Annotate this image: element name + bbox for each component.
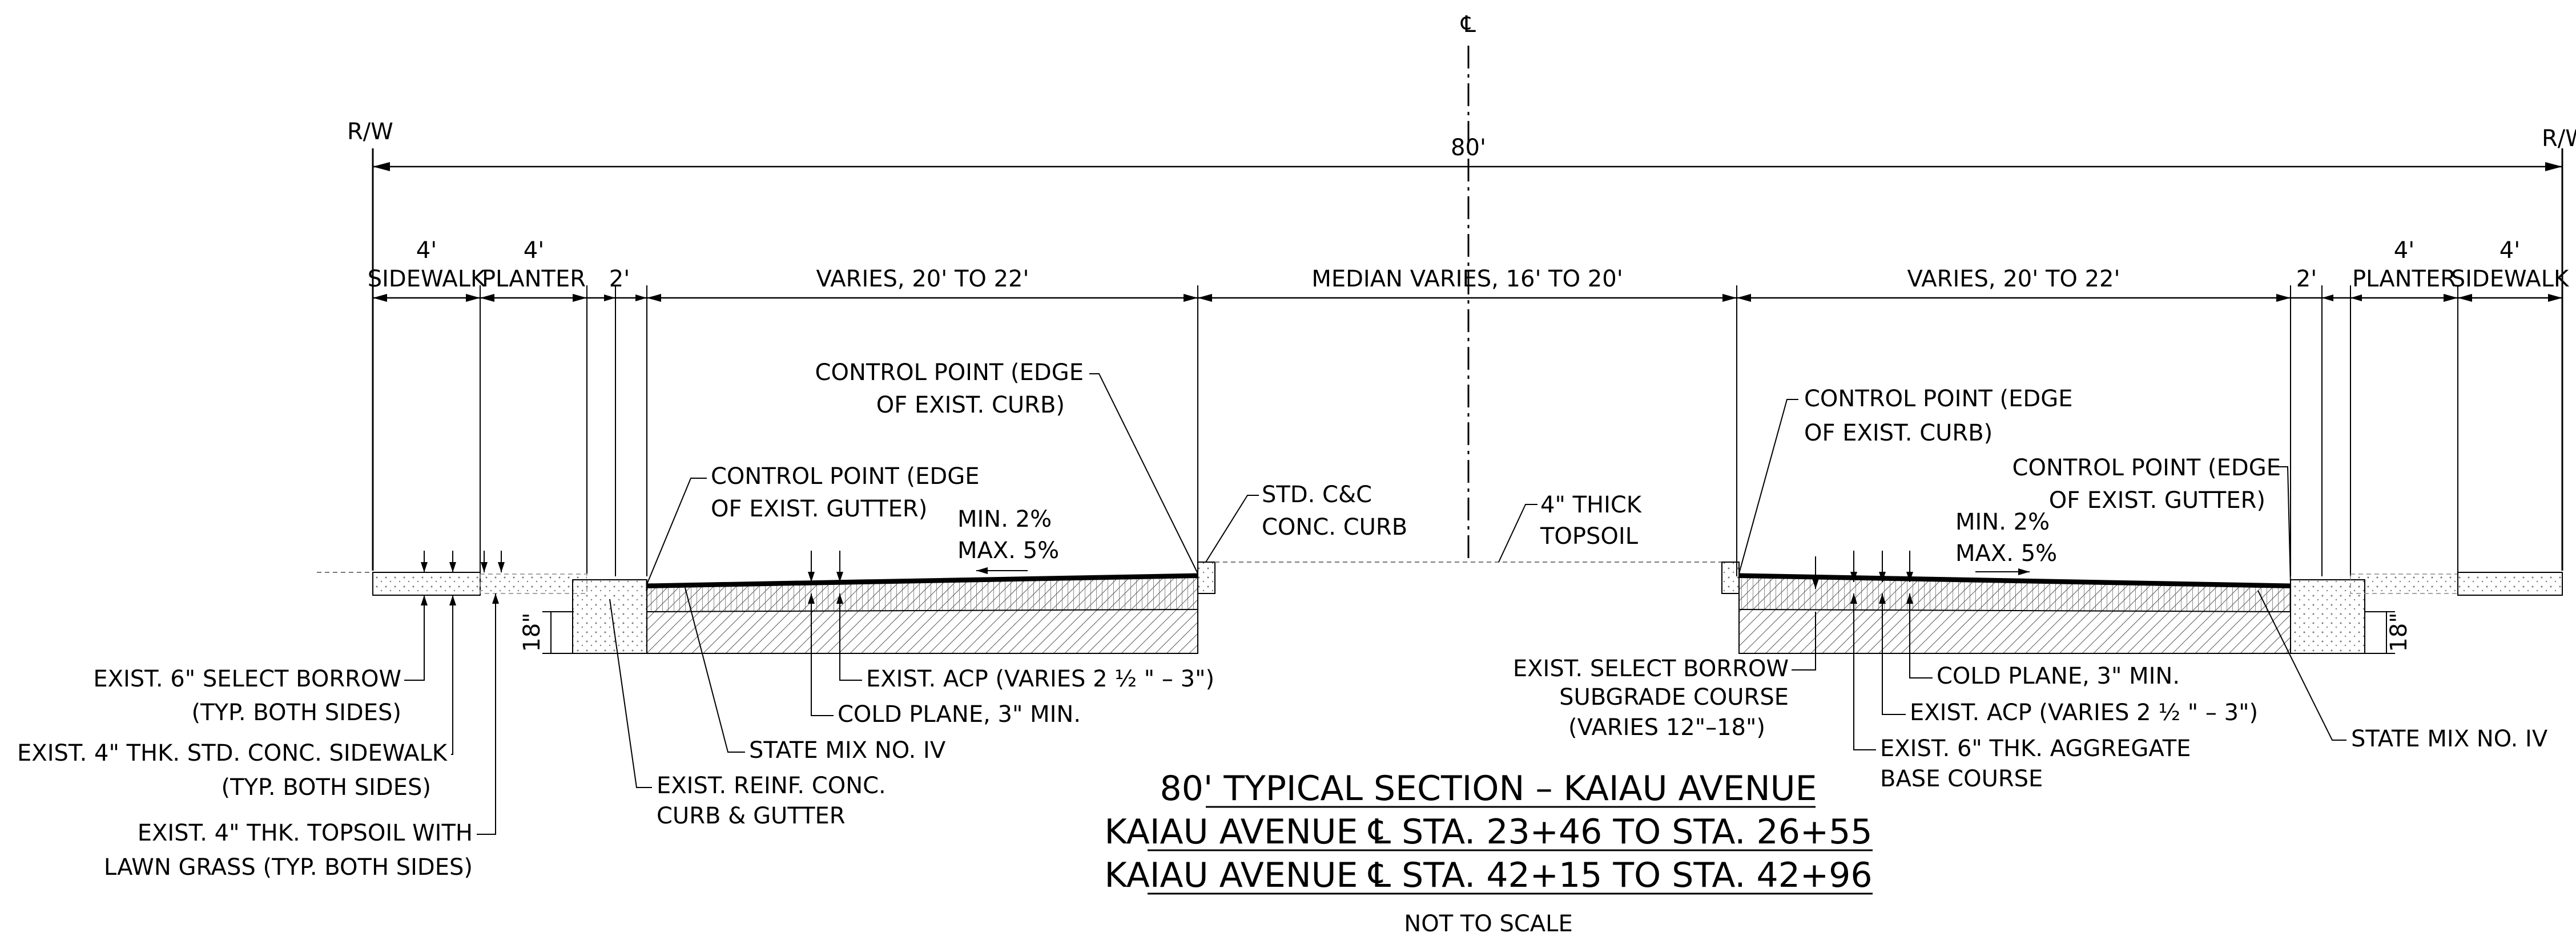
left-gutter-width: 2' [609,266,630,292]
left-curb-gutter-line2: CURB & GUTTER [657,803,846,829]
left-borrow-line2: (TYP. BOTH SIDES) [192,700,402,726]
median-annotations: 4" THICK TOPSOIL [1498,492,1643,563]
right-state-mix: STATE MIX NO. IV [2351,726,2548,752]
centerline: ℄ [1460,11,1476,562]
left-sidewalk-line1: EXIST. 4" THK. STD. CONC. SIDEWALK [17,740,448,766]
left-slope-max: MAX. 5% [957,538,1059,564]
right-slope-max: MAX. 5% [1955,540,2057,567]
right-sidewalk-label: SIDEWALK [2451,266,2570,292]
right-annotations: CONTROL POINT (EDGE OF EXIST. CURB) CONT… [1513,386,2548,792]
left-cold-plane: COLD PLANE, 3" MIN. [838,701,1081,728]
station-range-1: KAIAU AVENUE ℄ STA. 23+46 TO STA. 26+55 [1105,812,1873,852]
row-right-label: R/W [2542,126,2576,152]
left-section: 18" [317,562,1215,654]
right-cp-curb-line2: OF EXIST. CURB) [1804,420,1993,446]
right-planter-label: PLANTER [2352,266,2456,292]
left-slope-min: MIN. 2% [957,506,1052,532]
right-borrow-line3: (VARIES 12"–18") [1568,714,1765,741]
overall-width-dimension: R/W R/W 80' [347,119,2576,571]
left-curb-gutter-line1: EXIST. REINF. CONC. [657,773,886,799]
left-lanes-width: VARIES, 20' TO 22' [816,266,1029,292]
left-annotations: CONTROL POINT (EDGE OF EXIST. CURB) CONT… [17,360,1407,881]
overall-width-label: 80' [1451,135,1486,161]
section-title: 80' TYPICAL SECTION – KAIAU AVENUE [1160,769,1817,809]
right-slope-min: MIN. 2% [1955,509,2050,535]
right-borrow-line1: EXIST. SELECT BORROW [1513,656,1789,682]
depth-right-label: 18" [2386,612,2412,652]
left-cp-curb-line2: OF EXIST. CURB) [876,392,1065,418]
left-planter-label: PLANTER [482,266,586,292]
right-cold-plane: COLD PLANE, 3" MIN. [1937,663,2180,689]
left-sidewalk-width: 4' [416,237,437,264]
title-block: 80' TYPICAL SECTION – KAIAU AVENUE KAIAU… [1105,769,1873,937]
station-range-2: KAIAU AVENUE ℄ STA. 42+15 TO STA. 42+96 [1105,855,1873,895]
right-borrow-line2: SUBGRADE COURSE [1559,684,1789,710]
right-section: 18" [1721,562,2563,654]
left-acp: EXIST. ACP (VARIES 2 ½ " – 3") [866,666,1214,692]
right-base-line2: BASE COURSE [1880,766,2043,792]
right-base-line1: EXIST. 6" THK. AGGREGATE [1880,736,2191,762]
right-cp-curb-line1: CONTROL POINT (EDGE [1804,386,2072,412]
right-cp-gutter-line2: OF EXIST. GUTTER) [2049,487,2265,514]
right-acp: EXIST. ACP (VARIES 2 ½ " – 3") [1910,700,2258,726]
component-dimensions: 4' SIDEWALK 4' PLANTER 2' VARIES, 20' TO… [368,237,2570,576]
left-topsoil-line2: LAWN GRASS (TYP. BOTH SIDES) [104,854,473,881]
right-lanes-width: VARIES, 20' TO 22' [1907,266,2120,292]
std-curb-line1: STD. C&C [1262,482,1372,508]
right-cp-gutter-line1: CONTROL POINT (EDGE [2012,455,2281,481]
left-sidewalk-label: SIDEWALK [368,266,486,292]
median-topsoil-line1: 4" THICK [1540,492,1643,518]
centerline-symbol: ℄ [1460,11,1476,38]
row-left-label: R/W [347,119,393,145]
right-planter-width: 4' [2394,237,2414,264]
left-sidewalk-line2: (TYP. BOTH SIDES) [222,774,432,801]
median-topsoil-line2: TOPSOIL [1540,523,1639,550]
left-cp-gutter-line1: CONTROL POINT (EDGE [711,463,979,490]
left-state-mix: STATE MIX NO. IV [749,737,946,764]
std-curb-line2: CONC. CURB [1262,514,1407,540]
left-cp-gutter-line2: OF EXIST. GUTTER) [711,496,927,522]
left-planter-width: 4' [524,237,544,264]
scale-note: NOT TO SCALE [1404,911,1572,937]
depth-left-label: 18" [519,612,545,652]
left-borrow-line1: EXIST. 6" SELECT BORROW [93,666,401,692]
right-sidewalk-width: 4' [2499,237,2520,264]
left-topsoil-line1: EXIST. 4" THK. TOPSOIL WITH [138,820,473,846]
median-width: MEDIAN VARIES, 16' TO 20' [1311,266,1623,292]
right-gutter-width: 2' [2296,266,2317,292]
left-cp-curb-line1: CONTROL POINT (EDGE [815,360,1084,386]
